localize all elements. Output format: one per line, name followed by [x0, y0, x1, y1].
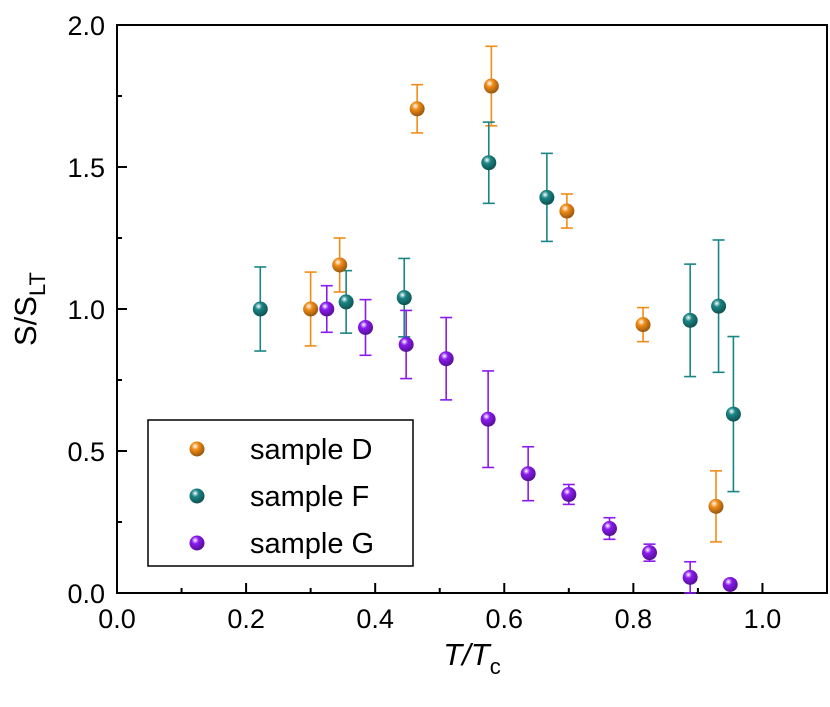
sample-d-point — [559, 203, 575, 219]
y-tick-label: 1.0 — [67, 295, 105, 325]
x-tick-label: 1.0 — [744, 604, 782, 634]
legend: sample D sample F sample G — [147, 419, 414, 567]
sample-f-point — [682, 312, 698, 328]
y-axis-title: S/SLT — [8, 272, 50, 346]
sample-g-point — [480, 411, 496, 427]
sample-g-point — [319, 301, 335, 317]
legend-marker-sample-d — [189, 441, 205, 457]
sample-d-point — [635, 317, 651, 333]
sample-f-point — [396, 290, 412, 306]
sample-g-point — [398, 337, 414, 352]
x-tick-label: 0.2 — [227, 604, 265, 634]
error-bars — [254, 45, 740, 594]
sample-d-point — [303, 301, 319, 317]
x-axis-title-sub: c — [490, 654, 501, 679]
x-tick-label: 0.4 — [356, 604, 394, 634]
sample-g-point — [438, 351, 454, 367]
sample-f-point — [252, 301, 268, 317]
data-points — [252, 78, 741, 592]
x-tick-label: 0.0 — [98, 604, 136, 634]
legend-label-sample-d: sample D — [250, 434, 373, 466]
legend-label-sample-g: sample G — [250, 528, 374, 560]
sample-f-point — [481, 155, 497, 171]
x-axis-title-main: T/T — [443, 637, 492, 672]
y-tick-label: 0.0 — [67, 579, 105, 609]
axis-ticks: 0.0 0.2 0.4 0.6 0.8 1.0 0.0 0.5 1.0 1.5 2.0 — [67, 11, 781, 634]
sample-g-point — [722, 576, 738, 592]
sample-g-point — [682, 569, 698, 585]
y-axis-title-sub: LT — [25, 272, 50, 296]
sample-f-point — [338, 294, 354, 310]
sample-d-point — [708, 498, 724, 514]
legend-label-sample-f: sample F — [250, 481, 369, 513]
sample-g-point — [601, 521, 617, 537]
sample-f-point — [539, 189, 555, 205]
sample-g-point — [520, 466, 536, 482]
sample-d-point — [332, 257, 348, 273]
y-axis-title-main: S/S — [8, 296, 43, 346]
sample-g-point — [642, 545, 657, 561]
sample-f-point — [725, 406, 741, 422]
sample-f-point — [711, 298, 727, 314]
x-axis-title: T/Tc — [443, 637, 501, 679]
x-tick-label: 0.8 — [615, 604, 653, 634]
sample-d-point — [483, 78, 499, 94]
sample-g-point — [358, 319, 373, 335]
y-tick-label: 0.5 — [67, 437, 105, 467]
sample-g-point — [561, 486, 577, 502]
sample-d-point — [409, 101, 425, 117]
y-tick-label: 1.5 — [67, 153, 105, 183]
y-tick-label: 2.0 — [67, 11, 105, 41]
x-tick-label: 0.6 — [485, 604, 523, 634]
legend-marker-sample-f — [189, 488, 205, 504]
legend-marker-sample-g — [189, 535, 205, 551]
